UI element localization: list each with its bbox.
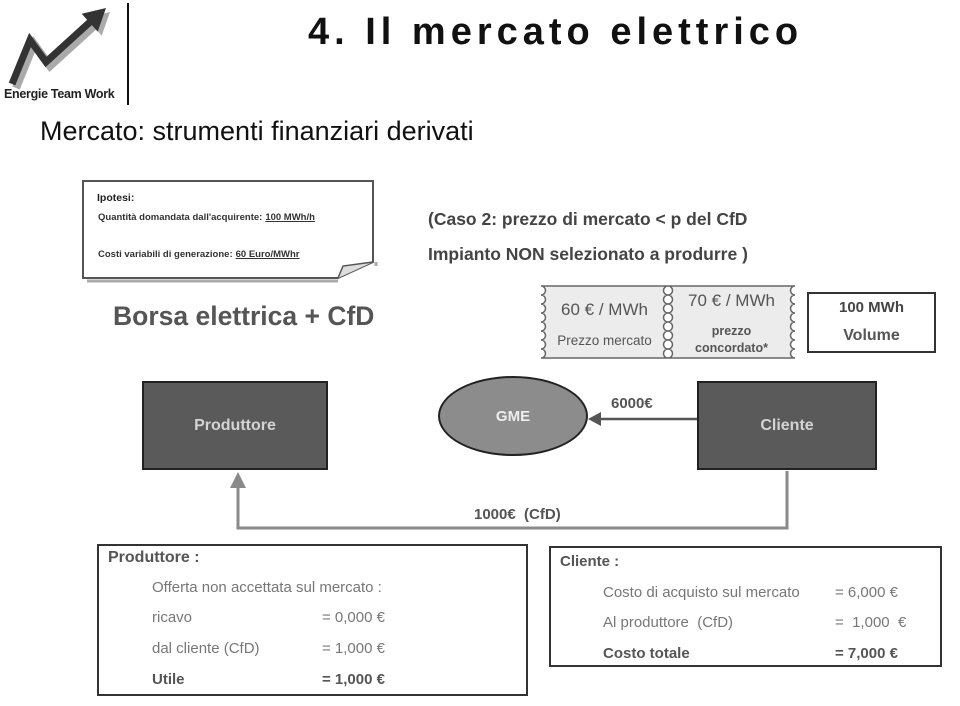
producer-total-label: Utile [152,671,185,688]
hypothesis-note-shadow [87,262,378,283]
case-line-2: Impianto NON selezionato a produrre ) [428,244,748,264]
logo-arrow-icon [8,8,110,90]
client-total-value: = 7,000 € [835,645,898,662]
section-title: Borsa elettrica + CfD [113,301,375,331]
producer-node-label: Produttore [194,416,276,434]
ticket-agreed-price [667,285,796,359]
hypothesis-line-demand: Quantità domandata dall'acquirente:100 M… [98,213,315,223]
payment-cfd-label: 1000€ (CfD) [474,506,561,523]
client-node: Cliente [697,381,877,470]
arrowhead-exchange [588,412,601,426]
producer-summary-note: Offerta non accettata sul mercato : [152,579,382,596]
arrow-client-to-producer [236,471,789,530]
client-row-label: Al produttore (CfD) [603,614,734,631]
hypothesis-value: 60 Euro/MWhr [235,249,300,260]
producer-row-value: = 1,000 € [322,640,385,657]
client-node-label: Cliente [760,416,814,434]
client-row-value: = 1,000 € [835,614,907,631]
exchange-node-label: GME [495,407,531,425]
hypothesis-value: 100 MWh/h [265,212,315,223]
page-subtitle: Mercato: strumenti finanziari derivati [40,116,474,146]
payment-to-exchange-label: 6000€ [611,395,653,412]
page-title: 4. Il mercato elettrico [308,11,804,53]
market-price-value: 60 € / MWh [561,300,648,319]
producer-total-value: = 1,000 € [322,671,385,688]
agreed-price-label-2: concordato* [695,341,768,355]
producer-summary-box [97,544,528,696]
client-total-label: Costo totale [603,645,690,662]
volume-value: 100 MWh [838,299,904,316]
arrowhead-producer [230,472,246,488]
logo-divider [127,3,129,105]
producer-row-label: dal cliente (CfD) [152,640,260,657]
hypothesis-label: Quantità domandata dall'acquirente: [98,212,263,223]
volume-box [807,292,936,353]
client-summary-heading: Cliente : [560,553,620,570]
hypothesis-note-fold [337,261,374,279]
hypothesis-line-cost: Costi variabili di generazione:60 Euro/M… [98,250,300,260]
producer-summary-heading: Produttore : [108,549,200,566]
market-price-label: Prezzo mercato [557,333,652,348]
agreed-price-value: 70 € / MWh [688,291,775,310]
hypothesis-heading: Ipotesi: [97,192,135,204]
client-row-value: = 6,000 € [835,584,898,601]
client-row-label: Costo di acquisto sul mercato [603,584,800,601]
producer-node: Produttore [142,381,328,470]
hypothesis-label: Costi variabili di generazione: [98,249,233,260]
producer-row-value: = 0,000 € [322,609,385,626]
agreed-price-label-1: prezzo [711,324,752,338]
logo-text: Energie Team Work [4,87,115,101]
case-line-1: (Caso 2: prezzo di mercato < p del CfD [428,209,748,229]
producer-row-label: ricavo [152,609,193,626]
client-summary-box [549,546,942,667]
volume-label: Volume [843,327,900,344]
exchange-node: GME [438,376,588,456]
